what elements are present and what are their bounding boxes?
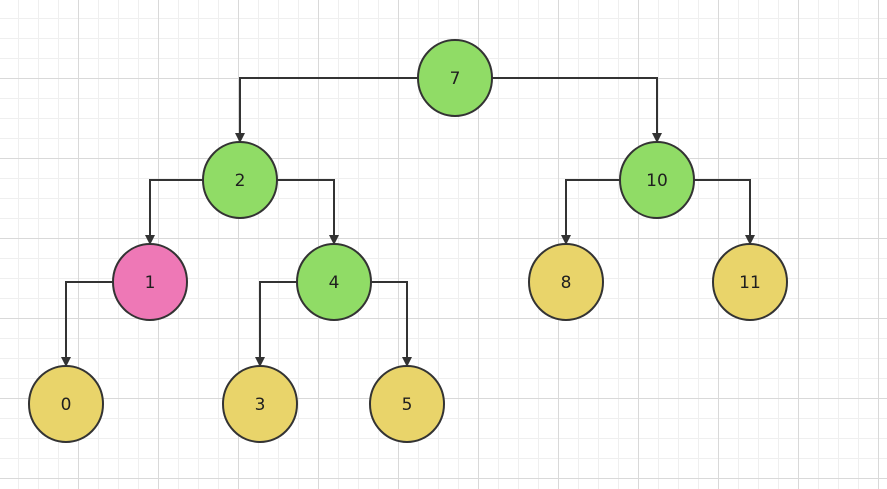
node-label: 5 <box>402 395 413 415</box>
edge-n4-to-n3 <box>255 281 297 367</box>
node-circle <box>28 365 104 443</box>
tree-node-1: 1 <box>112 243 188 321</box>
tree-node-10: 10 <box>619 141 695 219</box>
edge-n2-to-n1 <box>145 179 203 245</box>
node-label: 2 <box>235 171 246 191</box>
node-label: 1 <box>145 273 156 293</box>
tree-node-0: 0 <box>28 365 104 443</box>
tree-node-4: 4 <box>296 243 372 321</box>
edge-n7-to-n10 <box>492 77 662 143</box>
node-circle <box>369 365 445 443</box>
node-label: 0 <box>61 395 72 415</box>
node-circle <box>528 243 604 321</box>
tree-node-5: 5 <box>369 365 445 443</box>
edge-n2-to-n4 <box>277 179 339 245</box>
edge-n4-to-n5 <box>371 281 412 367</box>
node-circle <box>202 141 278 219</box>
node-label: 10 <box>646 171 668 191</box>
node-circle <box>619 141 695 219</box>
tree-node-7: 7 <box>417 39 493 117</box>
tree-node-8: 8 <box>528 243 604 321</box>
edge-n7-to-n2 <box>235 77 418 143</box>
node-label: 4 <box>329 273 340 293</box>
edge-n1-to-n0 <box>61 281 113 367</box>
node-circle <box>112 243 188 321</box>
edge-n10-to-n11 <box>694 179 755 245</box>
edge-n10-to-n8 <box>561 179 620 245</box>
node-label: 8 <box>561 273 572 293</box>
tree-node-3: 3 <box>222 365 298 443</box>
node-circle <box>712 243 788 321</box>
node-circle <box>296 243 372 321</box>
node-label: 7 <box>450 69 461 89</box>
node-circle <box>222 365 298 443</box>
tree-node-2: 2 <box>202 141 278 219</box>
node-label: 11 <box>739 273 761 293</box>
nodes: 7 2 10 1 4 8 11 0 3 5 <box>28 39 788 443</box>
node-circle <box>417 39 493 117</box>
tree-node-11: 11 <box>712 243 788 321</box>
node-label: 3 <box>255 395 266 415</box>
edges <box>61 77 755 367</box>
